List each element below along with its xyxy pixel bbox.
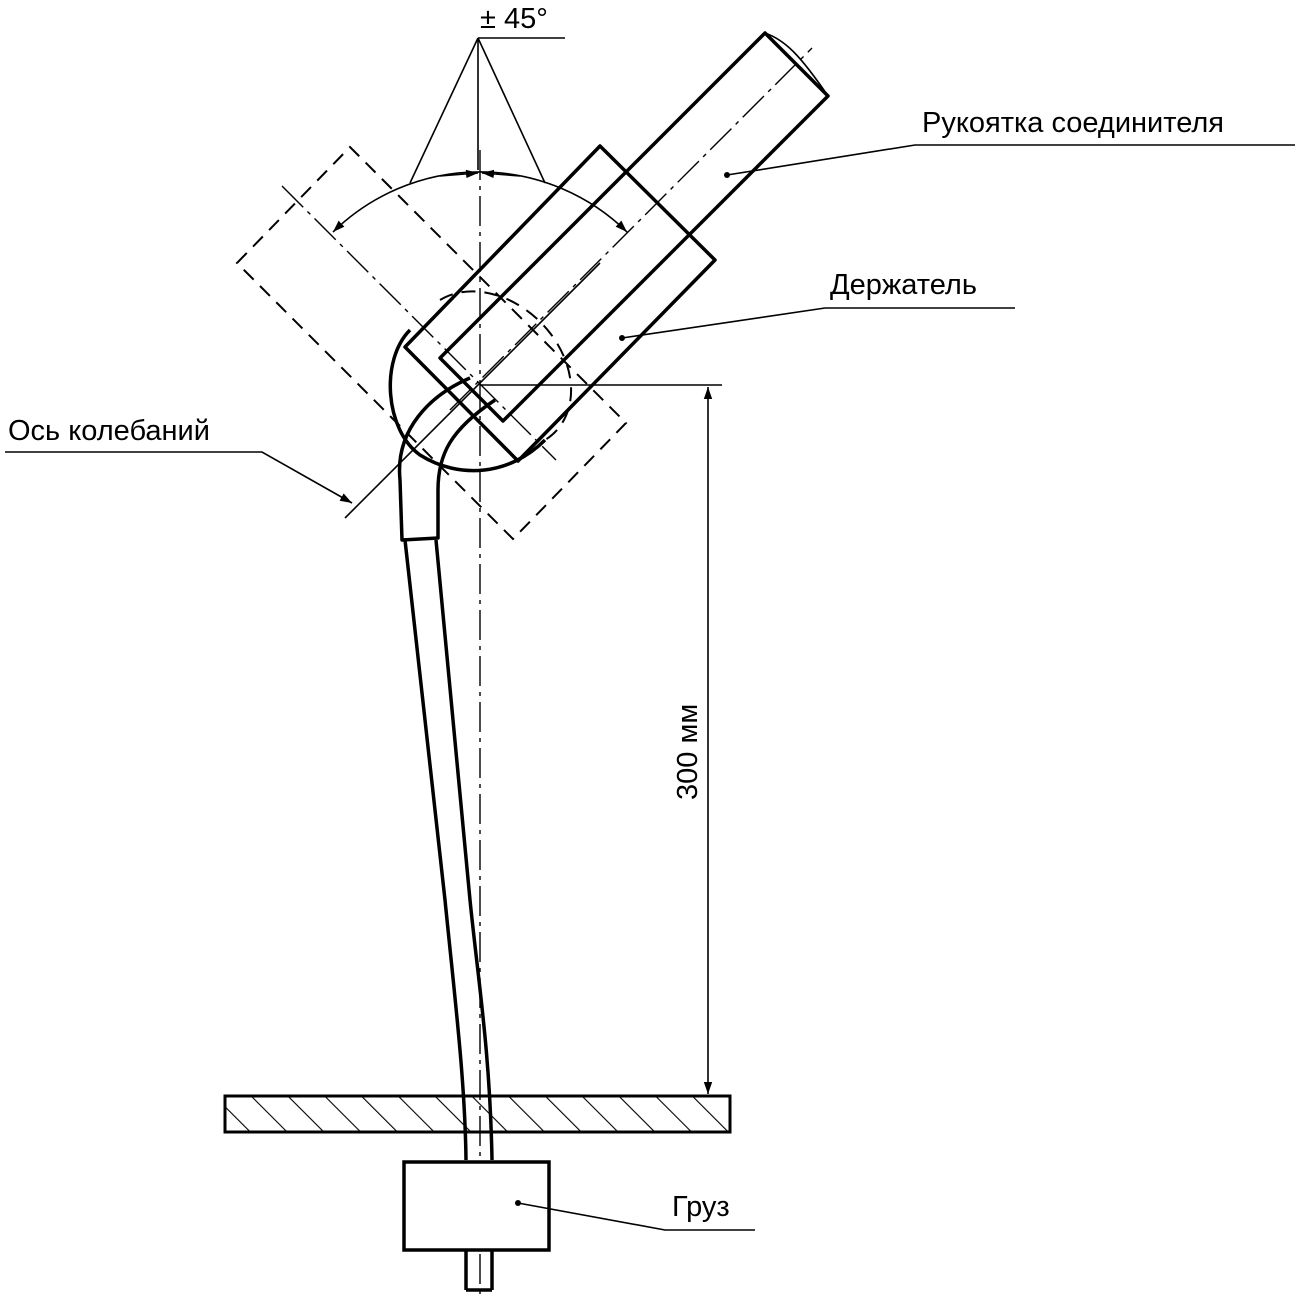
angle-arc-mid-arrows [439, 169, 479, 179]
holder [403, 144, 717, 463]
axis-line [344, 262, 601, 519]
weight-label: Груз [672, 1191, 730, 1223]
weight-leader [517, 1202, 755, 1231]
holder-alt-position [235, 145, 628, 541]
holder-label: Держатель [830, 269, 977, 301]
handle-leader [726, 144, 1295, 176]
handle-label: Рукоятка соединителя [922, 107, 1224, 139]
connector-body [388, 328, 547, 473]
handle-centerline [449, 47, 813, 411]
weight-block [402, 1160, 551, 1252]
angle-label: ± 45° [480, 3, 548, 35]
angle-arc [332, 171, 628, 233]
angle-leader-right [477, 37, 546, 184]
cable-right [434, 539, 494, 1161]
connector-handle [438, 31, 830, 423]
base-plate [223, 1094, 732, 1134]
axis-label: Ось колебаний [8, 415, 210, 447]
body-alt-position [439, 290, 573, 441]
distance-label: 300 мм [672, 704, 704, 800]
cable-left [403, 539, 468, 1161]
cable-sleeve [397, 376, 496, 542]
handle-end-break [764, 32, 829, 97]
holder-leader [621, 307, 1015, 339]
alt-position-centerline [281, 185, 557, 461]
angle-arc-mid-arrows-2 [481, 169, 521, 179]
angle-leader-left [409, 37, 479, 184]
axis-leader [5, 451, 353, 504]
